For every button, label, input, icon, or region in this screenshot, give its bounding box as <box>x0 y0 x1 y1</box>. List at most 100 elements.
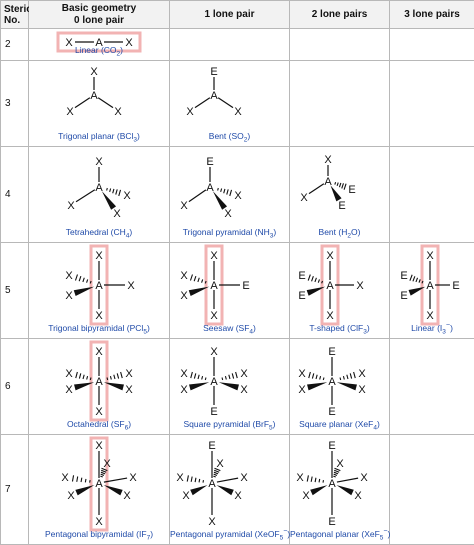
steric-number: 6 <box>1 339 29 435</box>
wedge-bond <box>219 382 239 390</box>
central-atom-label: A <box>206 182 214 194</box>
ligand-label: X <box>182 490 190 502</box>
header-two-lone-pairs: 2 lone pairs <box>290 1 390 29</box>
ligand-label: X <box>224 208 232 220</box>
lone-pair-label: E <box>242 280 249 292</box>
ligand-label: X <box>90 66 98 78</box>
lone-pair-label: E <box>208 440 215 452</box>
geometry-caption[interactable]: Bent (SO2) <box>170 131 289 144</box>
hash-bond <box>75 274 91 283</box>
wedge-bond <box>190 485 207 495</box>
ligand-label: X <box>65 384 73 396</box>
geometry-cell <box>290 61 390 147</box>
ligand-label: X <box>125 368 133 380</box>
hash-bond <box>307 475 323 482</box>
wedge-bond <box>337 485 354 495</box>
hash-bond <box>72 475 90 482</box>
geometry-cell <box>290 29 390 61</box>
geometry-caption[interactable]: Tetrahedral (CH4) <box>29 227 169 240</box>
geometry-caption[interactable]: Pentagonal planar (XeF5−) <box>290 527 389 542</box>
geometry-caption[interactable]: Pentagonal pyramidal (XeOF5−) <box>170 527 289 542</box>
single-bond <box>98 98 113 108</box>
header-one-lone-pair: 1 lone pair <box>170 1 290 29</box>
ligand-label: X <box>123 490 131 502</box>
lone-pair-label: E <box>400 290 407 302</box>
geometry-cell <box>390 435 474 545</box>
central-atom-label: A <box>328 478 336 490</box>
ligand-label: X <box>95 346 103 358</box>
ligand-label: X <box>95 310 103 322</box>
wedge-bond <box>217 485 234 495</box>
formula: XeF <box>364 529 380 539</box>
lone-pair-label: E <box>206 156 213 168</box>
central-atom-label: A <box>95 478 103 490</box>
ligand-label: X <box>296 472 304 484</box>
central-atom-label: A <box>90 90 98 102</box>
ligand-label: X <box>298 384 306 396</box>
ligand-label: X <box>208 516 216 528</box>
lone-pair-label: E <box>210 66 217 78</box>
ligand-label: X <box>65 270 73 282</box>
ligand-label: X <box>356 280 364 292</box>
ligand-label: X <box>300 192 308 204</box>
lone-pair-label: E <box>298 270 305 282</box>
geometry-caption[interactable]: Bent (H2O) <box>290 227 389 240</box>
lone-pair-label: E <box>328 406 335 418</box>
geometry-caption[interactable]: Seesaw (SF4) <box>170 323 289 336</box>
geometry-caption[interactable]: Pentagonal bipyramidal (IF7) <box>29 529 169 542</box>
geometry-caption[interactable]: Trigonal pyramidal (NH3) <box>170 227 289 240</box>
geometry-caption[interactable]: Square planar (XeF4) <box>290 419 389 432</box>
geometry-caption[interactable]: Octahedral (SF6) <box>29 419 169 432</box>
ligand-label: X <box>324 154 332 166</box>
ligand-label: X <box>240 384 248 396</box>
ligand-label: X <box>234 190 242 202</box>
single-bond <box>75 98 90 108</box>
ligand-label: X <box>360 472 368 484</box>
wedge-bond <box>102 191 116 210</box>
hash-bond <box>309 372 324 380</box>
single-bond <box>189 190 206 202</box>
central-atom-label: A <box>326 280 334 292</box>
ligand-label: X <box>65 368 73 380</box>
hash-bond <box>190 274 206 283</box>
wedge-bond <box>331 185 342 201</box>
geometry-caption[interactable]: Trigonal bipyramidal (PCl5) <box>29 323 169 336</box>
geometry-caption[interactable]: Trigonal planar (BCl3) <box>29 131 169 144</box>
ligand-label: X <box>67 200 75 212</box>
ligand-label: X <box>127 280 135 292</box>
central-atom-label: A <box>210 280 218 292</box>
ligand-label: X <box>129 472 137 484</box>
formula: XeF <box>358 419 374 429</box>
formula: SO <box>231 131 243 141</box>
geometry-cell <box>390 29 474 61</box>
ligand-label: X <box>358 384 366 396</box>
central-atom-label: A <box>208 478 216 490</box>
steric-number: 7 <box>1 435 29 545</box>
lone-pair-label: E <box>298 290 305 302</box>
hash-bond <box>308 275 322 284</box>
ligand-label: X <box>302 490 310 502</box>
ligand-label: X <box>180 368 188 380</box>
lone-pair-label: E <box>328 346 335 358</box>
formula: SF <box>239 323 250 333</box>
geometry-caption[interactable]: T-shaped (ClF3) <box>290 323 389 336</box>
geometry-caption[interactable]: Linear (I3−) <box>390 321 474 336</box>
hash-bond <box>107 372 122 380</box>
geometry-caption[interactable]: Square pyramidal (BrF5) <box>170 419 289 432</box>
wedge-bond <box>307 382 327 390</box>
ligand-label: X <box>240 368 248 380</box>
geometry-caption[interactable]: Linear (CO2) <box>29 45 169 58</box>
formula: CH <box>113 227 125 237</box>
hash-bond <box>218 188 232 196</box>
lone-pair-label: E <box>452 280 459 292</box>
